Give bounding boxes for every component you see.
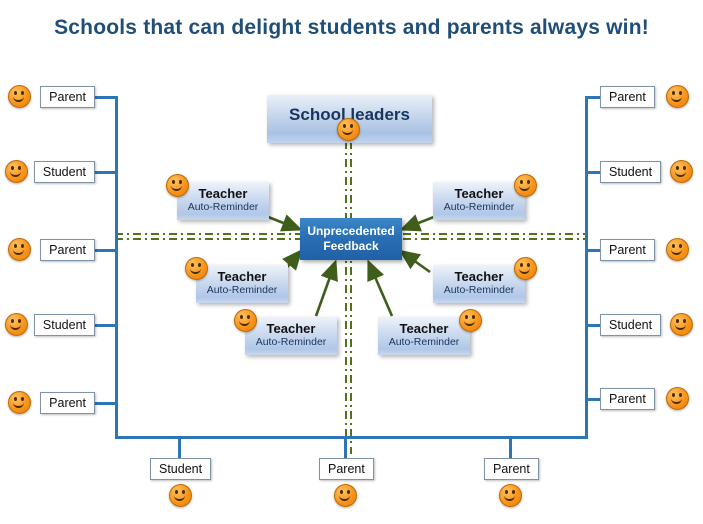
arrow xyxy=(398,249,431,274)
auto-reminder-label: Auto-Reminder xyxy=(443,284,515,296)
smiley-icon xyxy=(185,257,208,280)
smiley-icon xyxy=(334,484,357,507)
smiley-icon xyxy=(8,238,31,261)
feedback-center-node: Unprecedented Feedback xyxy=(300,218,402,260)
auto-reminder-label: Auto-Reminder xyxy=(206,284,278,296)
connector-line-left xyxy=(115,96,118,439)
teacher-label: Teacher xyxy=(217,269,267,284)
smiley-icon xyxy=(666,238,689,261)
diagram-title: Schools that can delight students and pa… xyxy=(54,16,649,39)
stakeholder-tag-left-2: Student xyxy=(33,161,95,183)
smiley-icon xyxy=(8,391,31,414)
connector-stub xyxy=(95,171,115,174)
smiley-icon xyxy=(670,160,693,183)
connector-stub xyxy=(588,398,600,401)
teacher-label: Teacher xyxy=(454,186,504,201)
connector-stub xyxy=(95,249,115,252)
connector-stub xyxy=(588,171,600,174)
smiley-icon xyxy=(166,174,189,197)
smiley-icon xyxy=(514,257,537,280)
feedback-dash-line-vertical xyxy=(345,141,347,454)
connector-stub xyxy=(588,324,600,327)
arrow xyxy=(314,259,338,317)
stakeholder-tag-bottom-2: Parent xyxy=(319,458,374,480)
teacher-node-mid-right: Teacher Auto-Reminder xyxy=(433,265,525,303)
teacher-label: Teacher xyxy=(266,321,316,336)
connector-line-bottom xyxy=(115,436,588,439)
connector-stub xyxy=(95,402,115,405)
auto-reminder-label: Auto-Reminder xyxy=(187,201,259,213)
auto-reminder-label: Auto-Reminder xyxy=(443,201,515,213)
teacher-node-mid-left: Teacher Auto-Reminder xyxy=(196,265,288,303)
school-leaders-label: School leaders xyxy=(289,105,410,124)
smiley-icon xyxy=(234,309,257,332)
connector-stub xyxy=(588,249,600,252)
teacher-node-top-right: Teacher Auto-Reminder xyxy=(433,182,525,220)
smiley-icon xyxy=(337,118,360,141)
smiley-icon xyxy=(499,484,522,507)
feedback-label-line1: Unprecedented xyxy=(307,224,395,238)
smiley-icon xyxy=(5,313,28,336)
stakeholder-tag-bottom-3: Parent xyxy=(484,458,539,480)
smiley-icon xyxy=(8,85,31,108)
teacher-node-bottom-right: Teacher Auto-Reminder xyxy=(378,317,470,355)
smiley-icon xyxy=(666,387,689,410)
auto-reminder-label: Auto-Reminder xyxy=(388,336,460,348)
stakeholder-tag-right-1: Parent xyxy=(600,86,655,108)
stakeholder-tag-left-3: Parent xyxy=(40,239,95,261)
smiley-icon xyxy=(5,160,28,183)
feedback-label-line2: Feedback xyxy=(323,239,379,253)
stakeholder-tag-bottom-1: Student xyxy=(150,458,212,480)
connector-stub xyxy=(344,437,347,458)
teacher-label: Teacher xyxy=(454,269,504,284)
connector-stub xyxy=(95,96,115,99)
feedback-dash-line-vertical xyxy=(350,141,352,454)
connector-stub xyxy=(588,96,600,99)
stakeholder-tag-right-3: Parent xyxy=(600,239,655,261)
smiley-icon xyxy=(666,85,689,108)
auto-reminder-label: Auto-Reminder xyxy=(255,336,327,348)
smiley-icon xyxy=(670,313,693,336)
smiley-icon xyxy=(459,309,482,332)
stakeholder-tag-right-2: Student xyxy=(600,161,662,183)
smiley-icon xyxy=(169,484,192,507)
teacher-label: Teacher xyxy=(198,186,248,201)
stakeholder-tag-right-4: Student xyxy=(600,314,662,336)
teacher-node-top-left: Teacher Auto-Reminder xyxy=(177,182,269,220)
stakeholder-tag-right-5: Parent xyxy=(600,388,655,410)
arrow xyxy=(367,259,394,317)
teacher-node-bottom-left: Teacher Auto-Reminder xyxy=(245,317,337,355)
smiley-icon xyxy=(514,174,537,197)
stakeholder-tag-left-1: Parent xyxy=(40,86,95,108)
connector-stub xyxy=(95,324,115,327)
connector-stub xyxy=(509,437,512,458)
connector-line-right xyxy=(585,96,588,439)
teacher-label: Teacher xyxy=(399,321,449,336)
stakeholder-tag-left-5: Parent xyxy=(40,392,95,414)
connector-stub xyxy=(178,437,181,458)
stakeholder-tag-left-4: Student xyxy=(33,314,95,336)
